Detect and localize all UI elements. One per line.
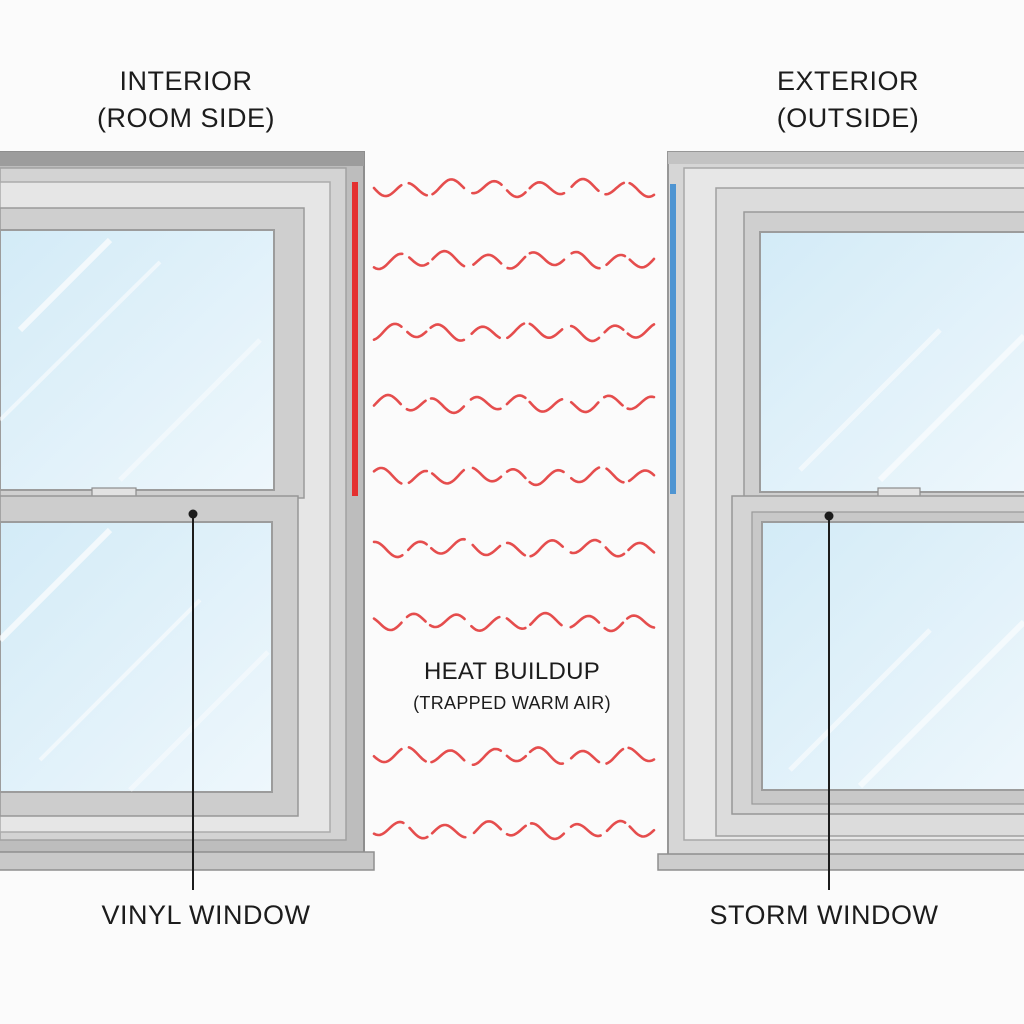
storm-cool-edge (670, 184, 676, 494)
heat-wave-line (372, 537, 656, 559)
exterior-heading-line2: (OUTSIDE) (776, 103, 920, 133)
heat-wave-line (372, 393, 656, 415)
storm-upper-glass (759, 231, 1024, 493)
vinyl-window-label: VINYL WINDOW (101, 900, 311, 930)
vinyl-lower-glass (0, 521, 273, 793)
vinyl-sill (0, 851, 375, 871)
vinyl-warm-edge (352, 182, 358, 496)
storm-lower-glass (761, 521, 1024, 791)
interior-heading: INTERIOR (ROOM SIDE) (36, 63, 336, 137)
interior-heading-line2: (ROOM SIDE) (97, 103, 275, 133)
heat-wave-line (372, 321, 656, 343)
heat-buildup-subtitle: (TRAPPED WARM AIR) (413, 693, 611, 713)
heat-buildup-title: HEAT BUILDUP (423, 658, 601, 685)
heat-wave-line (372, 465, 656, 487)
storm-sill (657, 853, 1024, 871)
heat-wave-line (372, 745, 656, 767)
heat-wave-line (372, 819, 656, 841)
vinyl-window (0, 151, 375, 871)
vinyl-upper-glass (0, 229, 275, 491)
exterior-heading: EXTERIOR (OUTSIDE) (698, 63, 998, 137)
storm-callout (824, 511, 834, 890)
exterior-heading-line1: EXTERIOR (776, 66, 920, 96)
heat-wave-line (372, 249, 656, 271)
storm-window (657, 151, 1024, 871)
interior-heading-line1: INTERIOR (119, 66, 253, 96)
heat-wave-line (372, 611, 656, 633)
heat-waves (372, 177, 656, 841)
vinyl-callout (188, 509, 198, 890)
heat-wave-line (372, 177, 656, 199)
storm-window-label: STORM WINDOW (709, 900, 939, 930)
